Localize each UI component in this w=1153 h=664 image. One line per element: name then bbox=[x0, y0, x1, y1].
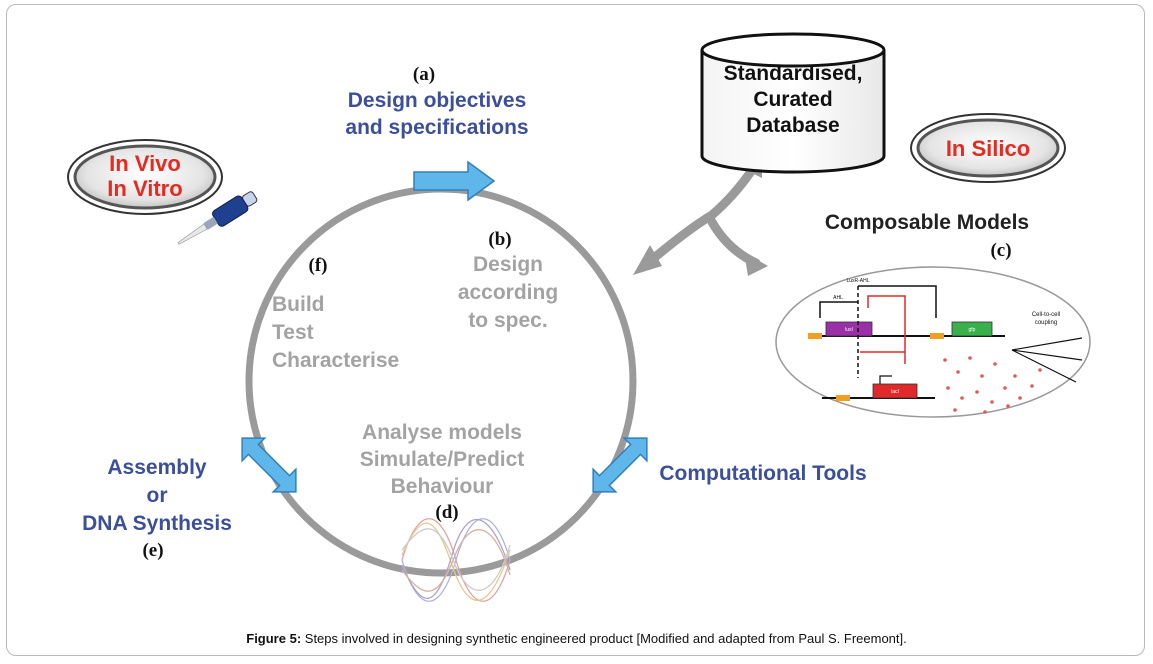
step-e-letter: (e) bbox=[142, 540, 163, 561]
step-f-line3: Characterise bbox=[272, 349, 399, 372]
step-f-line2: Test bbox=[272, 321, 314, 344]
database-label-line2: Curated bbox=[753, 88, 832, 111]
step-e-line3: DNA Synthesis bbox=[82, 512, 232, 535]
step-a-line2: and specifications bbox=[345, 116, 528, 139]
step-a-line1: Design objectives bbox=[348, 89, 527, 112]
step-b-letter: (b) bbox=[488, 229, 511, 250]
inset-gene1-label: luxI bbox=[845, 327, 853, 333]
in-silico-label: In Silico bbox=[946, 136, 1030, 161]
step-f-letter: (f) bbox=[309, 255, 328, 276]
step-c-title: Composable Models bbox=[825, 211, 1029, 234]
step-c-letter: (c) bbox=[990, 240, 1011, 261]
inset-gene2-label: gfp bbox=[969, 327, 976, 333]
database-label-line1: Standardised, bbox=[724, 62, 863, 85]
inset-coupling-line1: Cell-to-cell bbox=[1032, 312, 1060, 318]
inset-gene3-label: lacI bbox=[891, 389, 899, 395]
in-vivo-label-line1: In Vivo bbox=[109, 151, 181, 176]
computational-tools-label: Computational Tools bbox=[659, 462, 866, 485]
step-d-line3: Behaviour bbox=[391, 475, 494, 498]
step-f-line1: Build bbox=[272, 293, 325, 316]
simulation-waves-icon bbox=[401, 518, 511, 602]
step-e-line1: Assembly bbox=[107, 456, 207, 479]
step-d-line2: Simulate/Predict bbox=[360, 448, 525, 471]
database-cylinder bbox=[700, 32, 886, 174]
inset-ahl-label: AHL bbox=[833, 295, 843, 301]
caption-text: Steps involved in designing synthetic en… bbox=[301, 631, 907, 646]
step-e-line2: or bbox=[147, 484, 168, 507]
in-vivo-badge bbox=[67, 139, 223, 215]
double-arrow-right bbox=[592, 437, 648, 493]
step-b-line3: to spec. bbox=[468, 309, 547, 332]
step-d-letter: (d) bbox=[435, 502, 458, 523]
figure-caption: Figure 5: Steps involved in designing sy… bbox=[0, 631, 1153, 646]
in-vivo-label-line2: In Vitro bbox=[107, 176, 182, 201]
inset-top-label: LuxR-AHL bbox=[846, 278, 869, 284]
step-b-line1: Design bbox=[473, 253, 543, 276]
database-label-line3: Database bbox=[746, 114, 839, 137]
step-a-letter: (a) bbox=[413, 64, 435, 85]
inset-coupling-line2: coupling bbox=[1035, 320, 1057, 326]
cycle-arrow-top bbox=[413, 160, 496, 202]
double-arrow-left bbox=[241, 437, 297, 493]
step-d-line1: Analyse models bbox=[362, 421, 522, 444]
pipette-icon bbox=[177, 191, 258, 245]
caption-prefix: Figure 5: bbox=[246, 631, 302, 646]
connector-arrows bbox=[649, 165, 761, 268]
step-b-line2: according bbox=[458, 281, 558, 304]
gene-circuit-inset bbox=[775, 266, 1091, 418]
in-silico-badge bbox=[910, 113, 1066, 183]
